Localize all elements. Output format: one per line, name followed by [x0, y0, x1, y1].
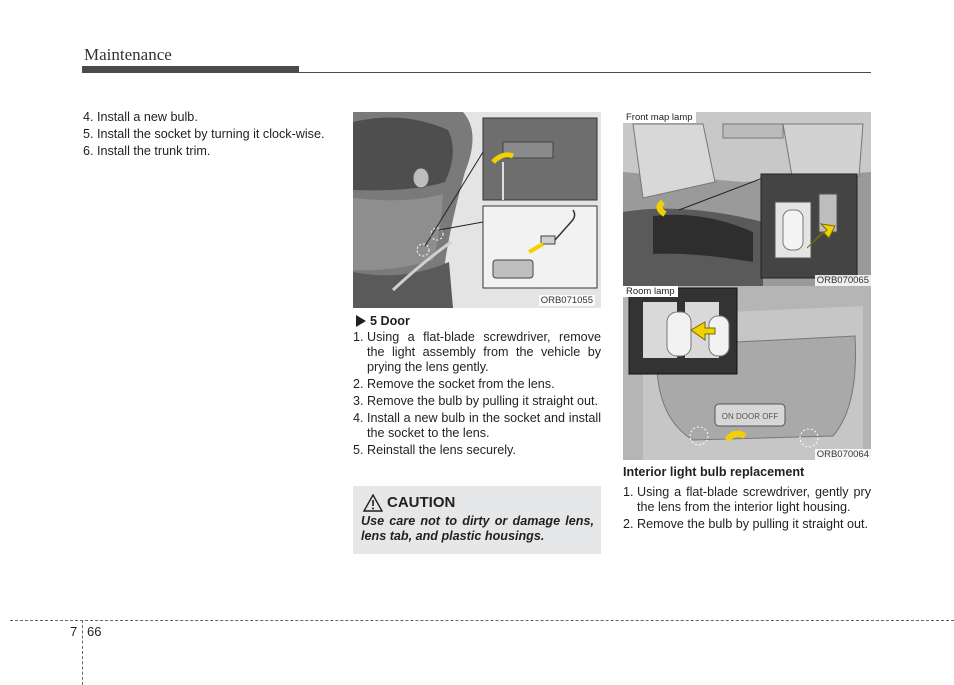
tailgate-illustration: [353, 112, 601, 308]
warning-triangle-icon: [363, 494, 383, 512]
figure-label: Room lamp: [623, 286, 678, 297]
door-heading: 5 Door: [356, 314, 410, 328]
list-item: 1.Using a flat-blade screwdriver, remove…: [353, 330, 601, 374]
list-item: 2.Remove the socket from the lens.: [353, 377, 555, 391]
room-lamp-illustration: ON DOOR OFF: [623, 286, 871, 460]
list-item: 5.Reinstall the lens securely.: [353, 443, 516, 457]
figure-code: ORB071055: [538, 295, 595, 306]
list-item: 4.Install a new bulb.: [83, 110, 198, 124]
front-map-lamp-figure: Front map lamp ORB070065: [623, 112, 871, 286]
room-lamp-switch-label: ON DOOR OFF: [722, 412, 779, 421]
footer-rule: [10, 620, 954, 621]
door-step-list: 1.Using a flat-blade screwdriver, remove…: [353, 330, 601, 460]
list-item: 2.Remove the bulb by pulling it straight…: [623, 517, 869, 531]
list-item: 6.Install the trunk trim.: [83, 144, 211, 158]
page-number: 66: [87, 624, 102, 639]
list-item: 5.Install the socket by turning it clock…: [83, 127, 325, 141]
interior-heading: Interior light bulb replacement: [623, 465, 805, 479]
figure-code: ORB070065: [814, 275, 871, 286]
col1-step-list: 4.Install a new bulb. 5.Install the sock…: [83, 110, 332, 161]
caution-title: CAUTION: [387, 494, 456, 511]
list-item: 3.Remove the bulb by pulling it straight…: [353, 394, 599, 408]
header-rule: [82, 72, 871, 73]
map-lamp-illustration: [623, 112, 871, 286]
room-lamp-figure: ON DOOR OFF Room lamp ORB070064: [623, 286, 871, 460]
figure-label: Front map lamp: [623, 112, 696, 123]
triangle-bullet-icon: [356, 315, 366, 327]
tailgate-lamp-figure: ORB071055: [353, 112, 601, 308]
caution-box: CAUTION Use care not to dirty or damage …: [353, 486, 601, 554]
list-item: 1.Using a flat-blade screwdriver, gently…: [623, 485, 871, 514]
chapter-number: 7: [70, 624, 78, 639]
footer-divider: [82, 620, 83, 685]
header-bar: [82, 66, 299, 73]
list-item: 4.Install a new bulb in the socket and i…: [353, 411, 601, 440]
figure-code: ORB070064: [814, 449, 871, 460]
interior-step-list: 1.Using a flat-blade screwdriver, gently…: [623, 485, 871, 534]
caution-text: Use care not to dirty or damage lens, le…: [361, 514, 594, 543]
section-title: Maintenance: [84, 45, 172, 64]
